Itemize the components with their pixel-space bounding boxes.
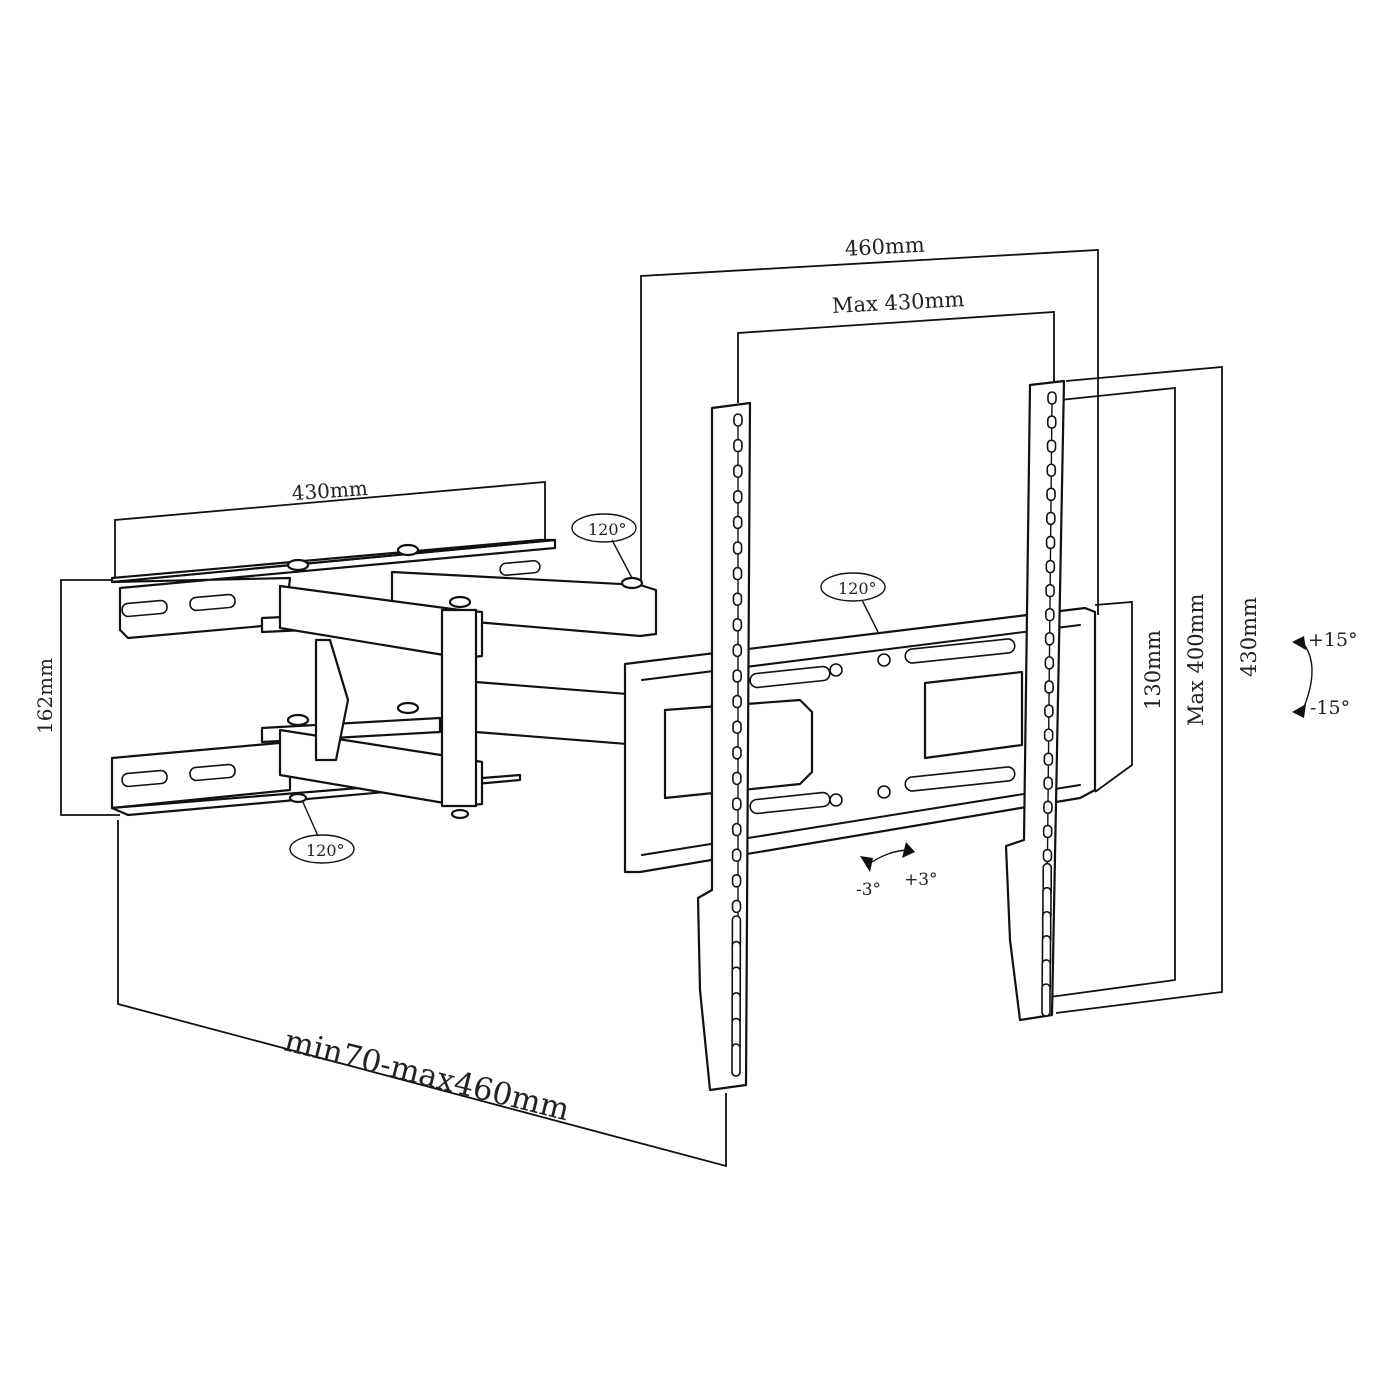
- bracket-hole: [1045, 559, 1056, 574]
- bracket-hole: [732, 745, 742, 760]
- bracket-hole: [1042, 824, 1053, 839]
- bracket-hole: [732, 771, 742, 786]
- bracket-hole: [1046, 415, 1057, 429]
- bracket-hole: [1045, 535, 1056, 550]
- bracket-hole: [732, 617, 743, 632]
- bracket-hole: [731, 848, 742, 863]
- dimension-lines: [60, 249, 1223, 1168]
- bracket-hole: [1046, 511, 1056, 526]
- bracket-width-label: 460mm: [844, 233, 925, 261]
- swivel-elbow-label: 120°: [306, 841, 345, 860]
- bracket-hole: [732, 720, 742, 735]
- swivel-ellipse-head: [820, 572, 886, 602]
- tilt-down-label: -15°: [1310, 697, 1350, 719]
- extension-label: min70-max460mm: [281, 1023, 574, 1129]
- bracket-hole: [732, 566, 743, 581]
- swivel-ellipse-bottom: [289, 834, 355, 864]
- bracket-hole: [1044, 704, 1054, 718]
- wall-height-label: 162mm: [33, 658, 57, 734]
- bracket-hole: [1043, 800, 1053, 815]
- bracket-hole: [731, 873, 742, 888]
- bracket-hole: [1043, 752, 1054, 767]
- vesa-vertical-label: Max 400mm: [1184, 593, 1208, 726]
- bracket-hole: [732, 643, 743, 658]
- bracket-hole: [733, 464, 743, 479]
- rotation-indicators: [289, 513, 1313, 872]
- bracket-hole: [732, 515, 743, 530]
- rotate-plus-label: +3°: [904, 870, 938, 890]
- bracket-holes: [731, 391, 1057, 1077]
- swivel-wall-label: 120°: [588, 520, 627, 539]
- bracket-height-label: 430mm: [1237, 597, 1261, 677]
- bracket-hole: [731, 797, 742, 811]
- bracket-hole: [1043, 728, 1054, 742]
- bracket-hole: [1046, 487, 1056, 502]
- bracket-hole: [1046, 439, 1057, 453]
- bracket-hole: [1044, 680, 1054, 694]
- bracket-hole: [1045, 607, 1055, 622]
- bracket-hole: [732, 592, 743, 607]
- bracket-hole: [732, 694, 742, 709]
- bracket-hole: [733, 413, 743, 427]
- wall-width-label: 430mm: [291, 476, 369, 505]
- articulating-arms: [278, 543, 658, 820]
- bracket-hole: [1042, 848, 1053, 863]
- bracket-hole: [731, 899, 742, 914]
- bracket-hole: [733, 438, 743, 453]
- elbow-joint: [440, 608, 478, 808]
- bracket-hole: [732, 541, 743, 555]
- swivel-head-label: 120°: [838, 579, 877, 598]
- bracket-hole: [1046, 463, 1057, 478]
- bracket-hole: [732, 669, 743, 683]
- vesa-horizontal-label: Max 430mm: [831, 287, 965, 318]
- bracket-hole: [1045, 583, 1055, 598]
- bracket-hole: [731, 1043, 741, 1077]
- tilt-up-label: +15°: [1308, 629, 1358, 651]
- rotate-minus-label: -3°: [856, 880, 881, 900]
- bracket-hole: [1047, 391, 1057, 405]
- bracket-hole: [1044, 656, 1055, 670]
- bracket-hole: [731, 822, 742, 837]
- bracket-hole: [1043, 776, 1053, 791]
- bracket-hole: [1041, 983, 1051, 1017]
- plate-height-label: 130mm: [1141, 630, 1165, 710]
- bracket-hole: [1044, 631, 1055, 646]
- swivel-ellipse-top: [571, 513, 637, 543]
- bracket-hole: [732, 489, 743, 504]
